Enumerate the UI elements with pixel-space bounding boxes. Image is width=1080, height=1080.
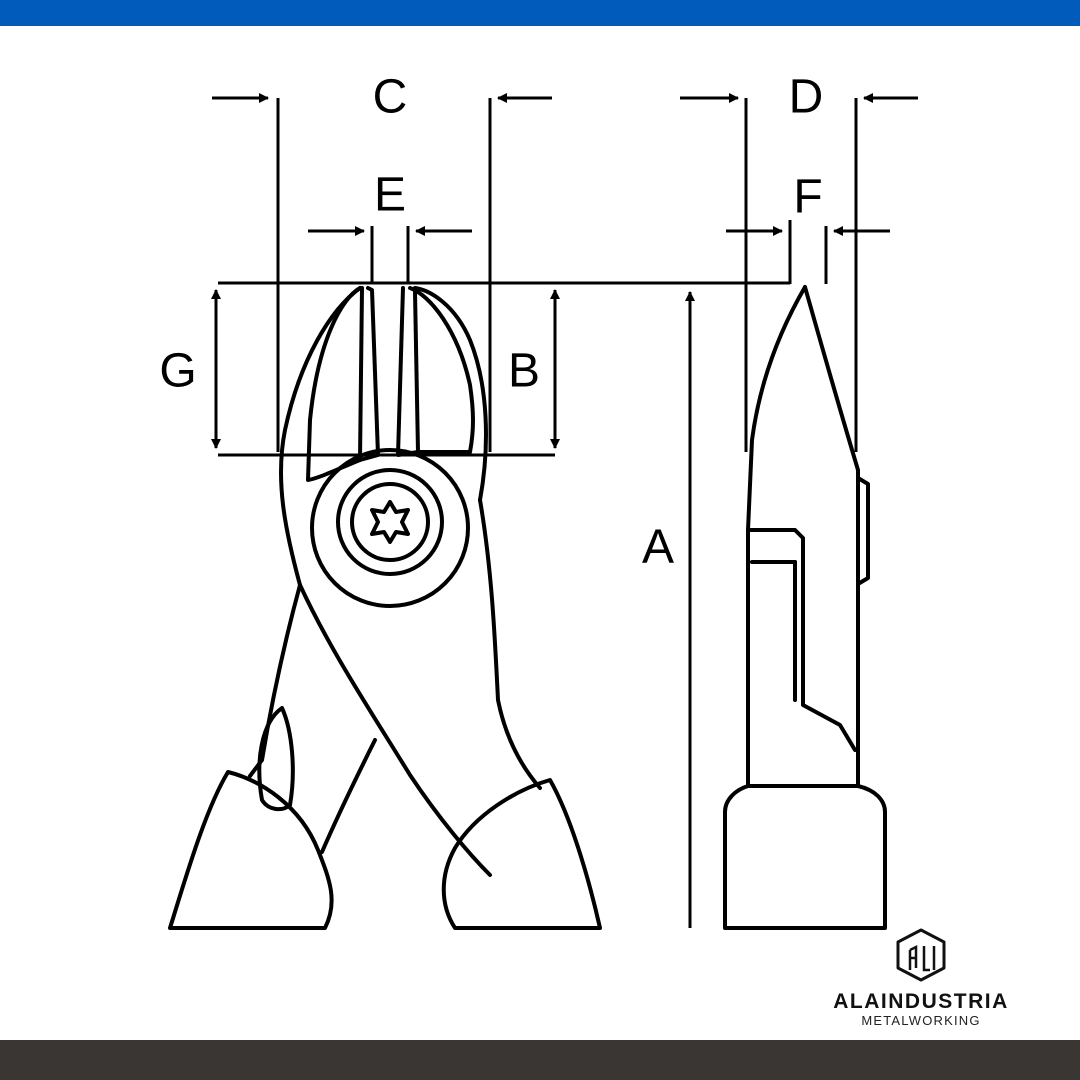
dim-label-B: B	[508, 345, 540, 398]
front-pivot-body	[279, 286, 362, 587]
side-view	[723, 285, 887, 930]
dim-label-F: F	[793, 171, 822, 224]
side-blade	[746, 285, 807, 788]
dimension-lines	[211, 93, 918, 928]
front-right-handle	[478, 498, 542, 790]
front-left-grip	[168, 770, 334, 930]
front-left-blade	[306, 286, 364, 482]
logo-name: ALAINDUSTRIA	[833, 990, 1009, 1013]
dim-label-A: A	[642, 521, 674, 574]
dim-label-E: E	[374, 169, 406, 222]
front-right-grip	[441, 778, 602, 930]
logo-tagline: METALWORKING	[861, 1013, 980, 1028]
front-left-handle	[248, 583, 302, 778]
bottom-color-bar	[0, 1040, 1080, 1080]
torx-head	[370, 500, 410, 544]
top-color-bar	[0, 0, 1080, 26]
front-pivot-outer	[310, 448, 470, 608]
front-pivot-inner	[336, 468, 444, 576]
dim-label-D: D	[789, 71, 824, 124]
alaindustria-logo: ALAINDUSTRIA METALWORKING	[833, 928, 1009, 1028]
side-grip	[723, 784, 887, 930]
dim-label-C: C	[373, 71, 408, 124]
dim-label-G: G	[159, 345, 196, 398]
logo-hexagon-icon	[896, 928, 946, 982]
front-right-blade	[408, 286, 475, 454]
front-view	[168, 286, 602, 930]
